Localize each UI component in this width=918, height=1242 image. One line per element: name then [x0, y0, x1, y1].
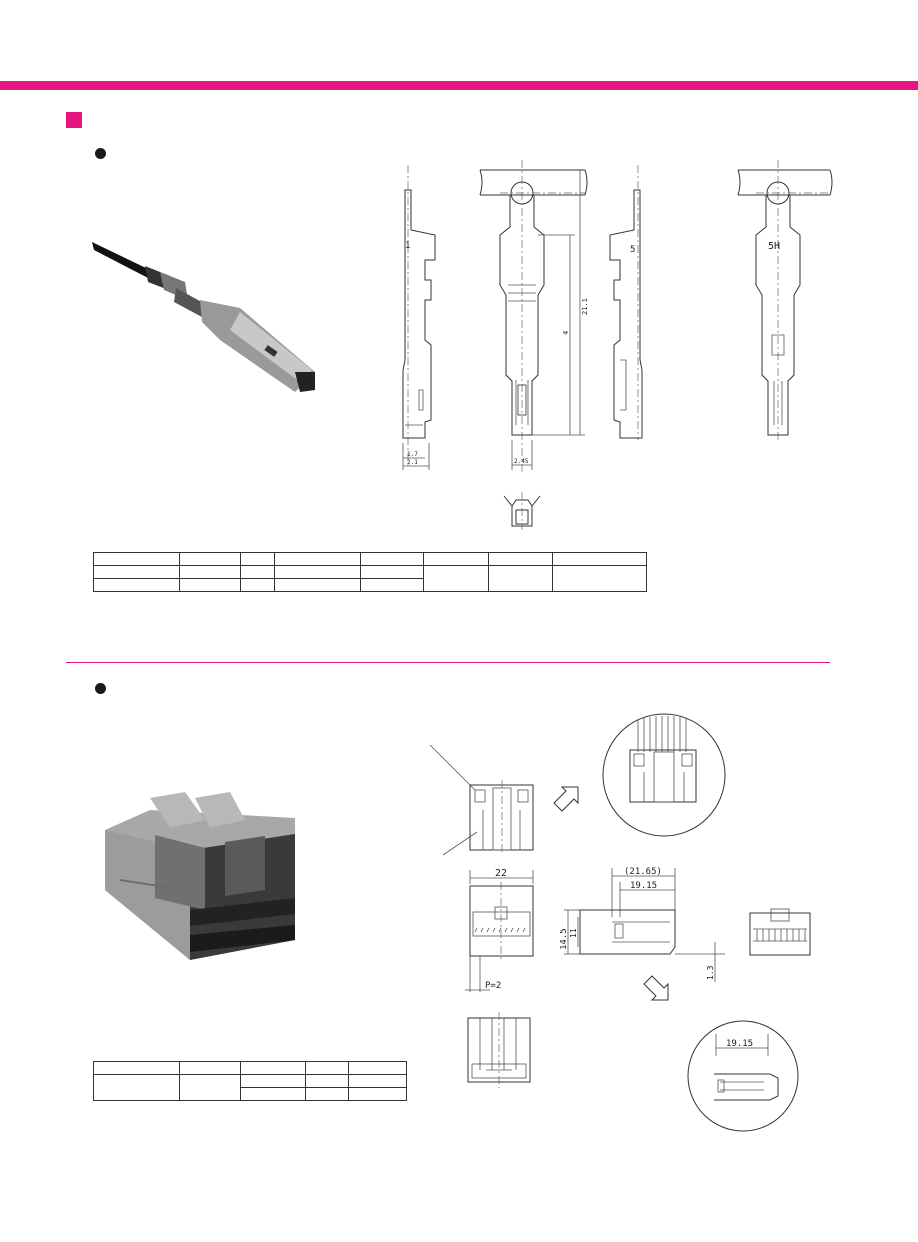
section-divider [66, 662, 830, 663]
bullet-terminal [95, 148, 106, 159]
dim-19-15-detail: 19.15 [726, 1039, 753, 1049]
housing-rear-view [749, 908, 811, 956]
housing-photo [105, 792, 295, 960]
arrow-down-right [643, 975, 669, 1001]
terminal-side-view-right: 5 [609, 165, 643, 440]
dim-22: 22 [495, 868, 507, 879]
detail-circle-bottom: 19.15 [687, 1020, 799, 1132]
dim-1-3: 1.3 [706, 965, 715, 980]
terminal-photo [92, 242, 315, 392]
dim-width-2: 2.1 [407, 459, 418, 466]
dim-21-65: (21.65) [624, 867, 662, 877]
marking-5h: 5H [768, 241, 780, 252]
section-marker-square [66, 112, 82, 128]
dim-length-1: 21.1 [581, 298, 589, 315]
marking-5: 5 [630, 245, 635, 255]
header-accent-bar [0, 81, 918, 90]
housing-bottom-view [467, 1012, 531, 1088]
dim-19-15: 19.15 [630, 881, 657, 891]
housing-top-view: 22 P=2 [465, 868, 534, 992]
terminal-spec-table [93, 552, 647, 592]
housing-spec-table [93, 1061, 407, 1101]
dim-14-5: 14.5 [560, 928, 569, 950]
dim-width-1: 1.7 [407, 451, 418, 458]
dim-length-2: 4 [562, 331, 570, 335]
housing-front-view [429, 744, 534, 856]
marking-1: 1 [405, 241, 410, 251]
terminal-top-view: 4 21.1 2.45 [479, 160, 589, 475]
terminal-side-view-left: 1 1.7 2.1 [402, 165, 436, 470]
terminal-bottom-view: 5H [737, 160, 833, 440]
dim-width-3: 2.45 [514, 458, 529, 465]
arrow-up-right [553, 786, 579, 812]
detail-circle-top [602, 713, 726, 837]
bullet-housing [95, 683, 106, 694]
terminal-front-view [503, 492, 541, 530]
housing-side-view: (21.65) 19.15 14.5 11 1.3 [560, 867, 725, 982]
dim-pitch: P=2 [485, 981, 501, 991]
dim-11: 11 [569, 928, 578, 938]
